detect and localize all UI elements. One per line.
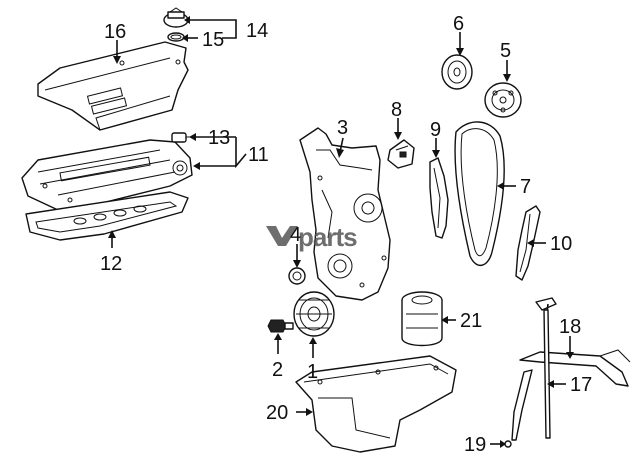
chain-tensioner-part[interactable] <box>387 139 415 169</box>
callout-9: 9 <box>430 119 441 141</box>
callout-8: 8 <box>391 99 402 121</box>
callout-labels: 16 14 15 13 11 12 3 8 9 6 5 7 10 4 2 1 2… <box>100 13 592 456</box>
watermark: parts <box>266 222 358 252</box>
crankshaft-pulley-part[interactable] <box>293 291 335 337</box>
dipstick-guide-part[interactable] <box>504 369 533 448</box>
pcv-valve-part[interactable] <box>171 132 192 143</box>
callout-13: 13 <box>208 127 230 149</box>
valve-cover-part[interactable] <box>21 139 193 211</box>
oil-filter-part[interactable] <box>401 291 443 347</box>
callout-18: 18 <box>559 316 581 338</box>
callout-3: 3 <box>337 117 348 139</box>
chain-guide-part[interactable] <box>429 157 449 239</box>
timing-chain-part[interactable] <box>454 121 505 266</box>
cap-gasket-part[interactable] <box>167 32 185 42</box>
callout-1: 1 <box>307 361 318 383</box>
callout-15: 15 <box>202 29 224 51</box>
callout-21: 21 <box>460 310 482 332</box>
watermark-text: parts <box>298 222 357 252</box>
callout-11: 11 <box>248 144 269 166</box>
callout-4: 4 <box>290 224 301 246</box>
callout-7: 7 <box>520 176 531 198</box>
engine-cover-part[interactable] <box>37 41 189 131</box>
callout-17: 17 <box>570 374 592 396</box>
oil-pan-part[interactable] <box>295 355 457 453</box>
callout-6: 6 <box>453 13 464 35</box>
callout-19: 19 <box>464 434 486 456</box>
timing-cover-part[interactable] <box>299 127 391 301</box>
callout-20: 20 <box>266 402 288 424</box>
oil-filler-cap-part[interactable] <box>163 7 189 28</box>
vvt-sprocket-part[interactable] <box>484 82 522 118</box>
oil-seal-part[interactable] <box>288 267 306 285</box>
watermark-logo-icon <box>266 226 298 246</box>
pulley-bolt-part[interactable] <box>267 319 294 333</box>
callout-14: 14 <box>246 20 268 42</box>
callout-2: 2 <box>272 359 283 381</box>
callout-5: 5 <box>500 40 511 62</box>
valve-cover-gasket-part[interactable] <box>25 191 189 241</box>
callout-10: 10 <box>550 233 572 255</box>
leader-lines <box>108 16 574 448</box>
callout-12: 12 <box>100 253 122 275</box>
callout-16: 16 <box>104 21 126 43</box>
cam-sprocket-part[interactable] <box>441 54 473 90</box>
dipstick-tube-part[interactable] <box>519 297 631 387</box>
dipstick-part[interactable] <box>543 309 551 439</box>
